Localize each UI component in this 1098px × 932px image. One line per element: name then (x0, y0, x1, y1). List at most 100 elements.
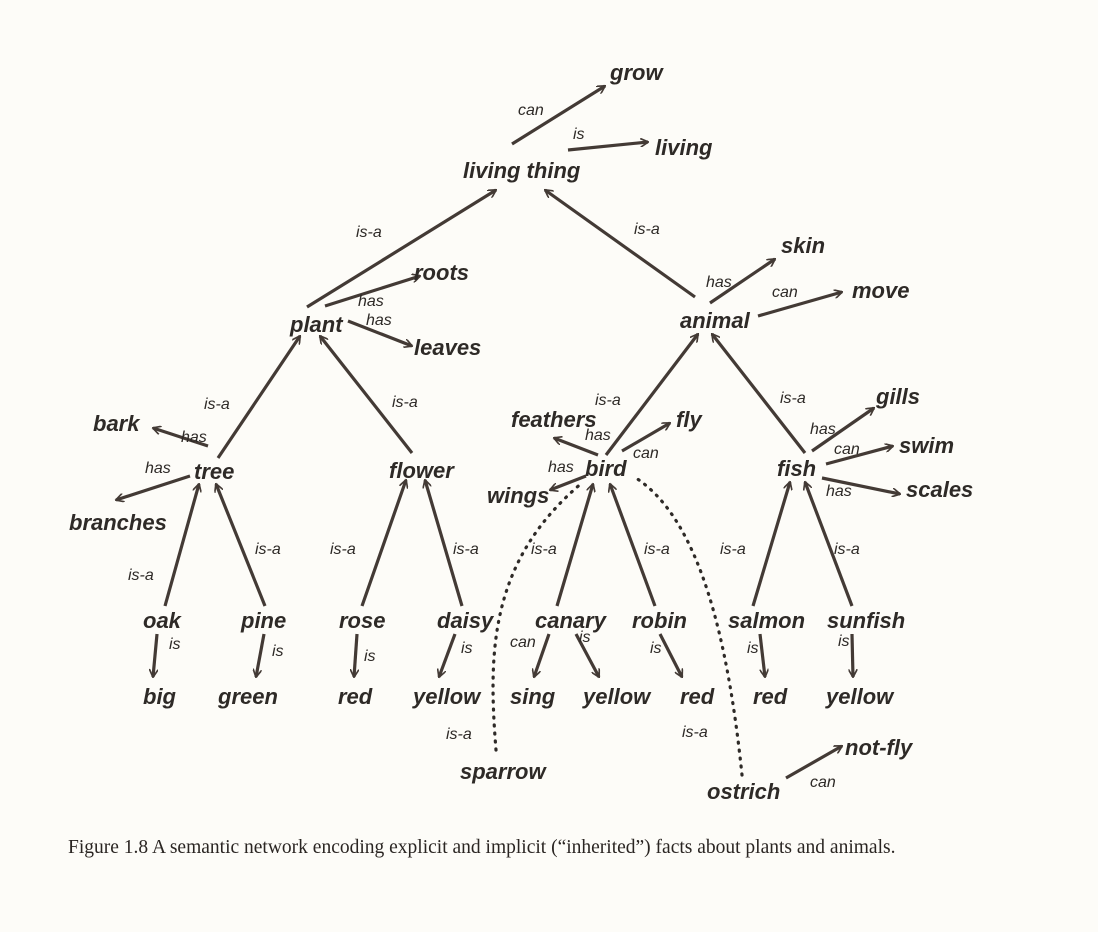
edge-plant-has-leaves (347, 319, 412, 346)
edge-oak-is-big (153, 633, 159, 677)
label-canary-isa: is-a (531, 541, 557, 558)
edge-fish-isa-animal (712, 334, 807, 454)
label-bird-isa: is-a (595, 392, 621, 409)
edge-pine-is-green (256, 633, 266, 677)
node-fly: fly (676, 407, 703, 432)
label-can-grow: can (518, 102, 544, 119)
node-grow: grow (609, 60, 664, 85)
node-feathers: feathers (511, 407, 597, 432)
node-yellow-canary: yellow (582, 684, 652, 709)
label-salmon-isa: is-a (720, 541, 746, 558)
label-oak-is: is (169, 636, 181, 653)
label-has-leaves: has (366, 312, 392, 329)
node-pine: pine (240, 608, 286, 633)
label-sunfish-isa: is-a (834, 541, 860, 558)
edge-living-thing-can-grow (511, 84, 605, 146)
node-fish: fish (777, 456, 816, 481)
node-red-salmon: red (753, 684, 788, 709)
edge-salmon-is-red (758, 633, 765, 677)
label-has-scales: has (826, 483, 852, 500)
label-has-skin: has (706, 274, 732, 291)
label-rose-isa: is-a (330, 541, 356, 558)
label-is-living: is (573, 126, 585, 143)
edge-canary-isa-bird (555, 484, 593, 607)
edge-robin-isa-bird (610, 484, 657, 607)
label-ostrich-can: can (810, 774, 836, 791)
label-animal-isa: is-a (634, 221, 660, 238)
edge-tree-has-branches (116, 474, 191, 500)
label-robin-isa: is-a (644, 541, 670, 558)
label-sunfish-is: is (838, 633, 850, 650)
node-skin: skin (781, 233, 825, 258)
node-daisy: daisy (437, 608, 495, 633)
node-tree: tree (194, 459, 234, 484)
label-can-move: can (772, 284, 798, 301)
node-red-rose: red (338, 684, 373, 709)
node-green: green (217, 684, 278, 709)
label-canary-can: can (510, 634, 536, 651)
label-can-fly: can (633, 445, 659, 462)
edge-flower-isa-plant (320, 336, 414, 454)
label-robin-is: is (650, 640, 662, 657)
edge-salmon-isa-fish (751, 482, 790, 607)
label-pine-isa: is-a (255, 541, 281, 558)
label-salmon-is: is (747, 640, 759, 657)
node-sing: sing (510, 684, 556, 709)
node-big: big (143, 684, 177, 709)
node-move: move (852, 278, 909, 303)
node-ostrich: ostrich (707, 779, 780, 804)
label-has-branches: has (145, 460, 171, 477)
node-roots: roots (414, 260, 469, 285)
label-pine-is: is (272, 643, 284, 660)
edge-pine-isa-tree (216, 484, 267, 607)
label-has-feathers: has (585, 427, 611, 444)
node-yellow-daisy: yellow (412, 684, 482, 709)
edge-living-thing-is-living (567, 142, 648, 152)
label-has-roots: has (358, 293, 384, 310)
label-fish-isa: is-a (780, 390, 806, 407)
figure-caption: Figure 1.8 A semantic network encoding e… (68, 837, 896, 858)
node-oak: oak (143, 608, 183, 633)
node-animal: animal (680, 308, 751, 333)
edge-tree-has-bark (153, 428, 209, 448)
edges (116, 84, 900, 780)
edge-plant-has-roots (324, 276, 420, 308)
label-has-gills: has (810, 421, 836, 438)
edge-bird-has-feathers (554, 438, 599, 457)
edge-sunfish-isa-fish (805, 482, 854, 607)
label-canary-is: is (579, 629, 591, 646)
node-not-fly: not-fly (845, 735, 914, 760)
edge-canary-can-sing (534, 633, 551, 677)
node-sparrow: sparrow (460, 759, 547, 784)
edge-oak-isa-tree (163, 484, 199, 607)
edge-fish-has-gills (811, 406, 874, 453)
edge-bird-isa-animal (604, 334, 700, 456)
node-wings: wings (487, 483, 549, 508)
node-bark: bark (93, 411, 141, 436)
label-daisy-is: is (461, 640, 473, 657)
node-scales: scales (906, 477, 973, 502)
edge-plant-isa-living-thing (306, 188, 496, 309)
edge-bird-can-fly (621, 421, 670, 453)
edge-sunfish-is-yellow (852, 633, 853, 677)
node-living: living (655, 135, 713, 160)
node-canary: canary (535, 608, 608, 633)
edge-rose-isa-flower (360, 480, 406, 607)
node-gills: gills (875, 384, 920, 409)
edge-tree-isa-plant (216, 336, 302, 459)
label-ostrich-isa: is-a (682, 724, 708, 741)
label-plant-isa: is-a (356, 224, 382, 241)
label-daisy-isa: is-a (453, 541, 479, 558)
label-can-swim: can (834, 441, 860, 458)
edge-robin-is-red (658, 633, 684, 677)
edge-daisy-isa-flower (425, 480, 464, 607)
node-leaves: leaves (414, 335, 481, 360)
nodes: grow living living thing roots plant lea… (69, 60, 973, 804)
node-bird: bird (585, 456, 627, 481)
edge-bird-has-wings (550, 474, 587, 490)
node-salmon: salmon (728, 608, 805, 633)
edge-canary-is-yellow (574, 633, 601, 677)
edge-labels: can is is-a is-a has has has can is-a is… (128, 102, 860, 791)
edge-fish-has-scales (821, 476, 900, 494)
node-flower: flower (389, 458, 455, 483)
